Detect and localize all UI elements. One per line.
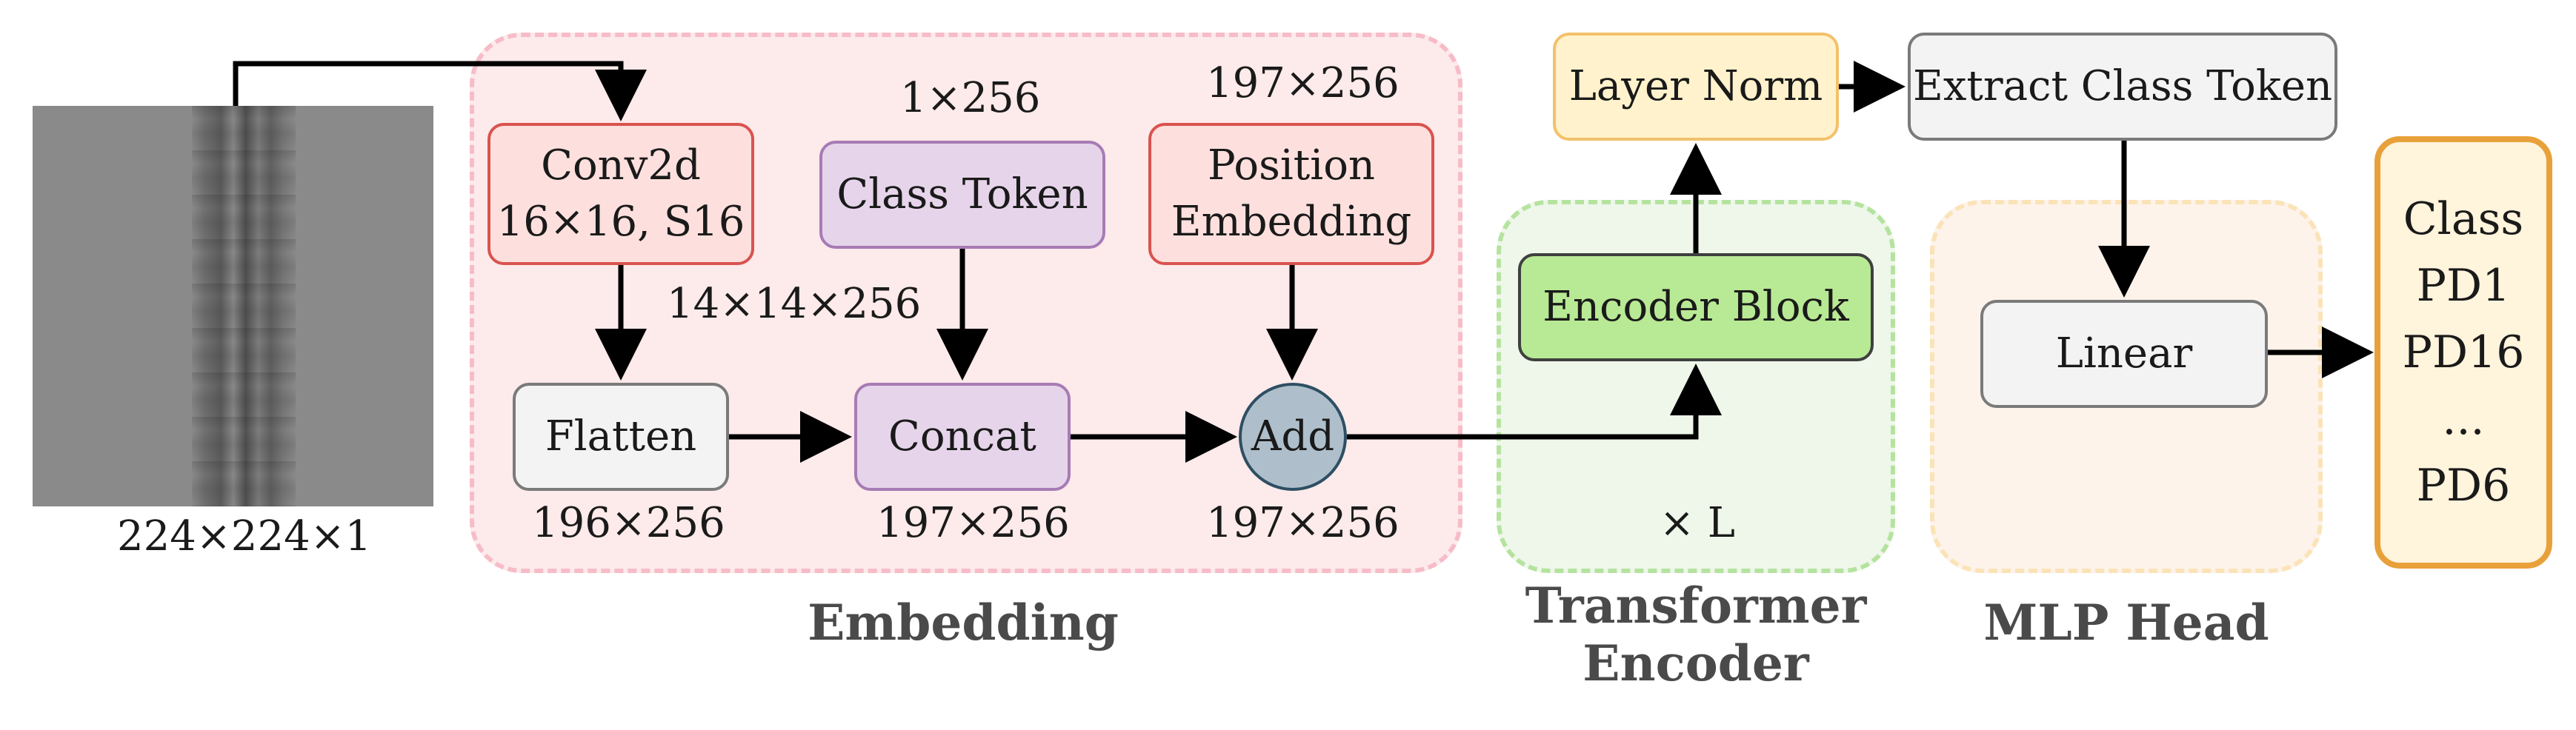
encoder-block-label: Encoder Block: [1542, 283, 1849, 332]
class-token-node: Class Token: [819, 141, 1105, 249]
conv2d-node: Conv2d 16×16, S16: [487, 123, 754, 265]
output-class-1: PD1: [2416, 260, 2511, 312]
mlp-head-title: MLP Head: [1983, 594, 2269, 652]
output-class-0: Class: [2403, 193, 2524, 245]
concat-output-dim: 197×256: [876, 499, 1070, 547]
position-label-2: Embedding: [1171, 198, 1412, 246]
output-class-2: PD16: [2402, 327, 2525, 378]
conv2d-label: Conv2d: [541, 141, 701, 190]
transformer-encoder-title: Transformer Encoder: [1482, 577, 1910, 693]
layer-norm-node: Layer Norm: [1553, 33, 1839, 141]
arrow-input-to-conv2d: [233, 61, 647, 121]
extract-class-token-node: Extract Class Token: [1908, 33, 2337, 141]
encoder-block-node: Encoder Block: [1518, 253, 1874, 361]
arrow-add-to-encoder-block: [1347, 364, 1722, 440]
transformer-encoder-title-2: Encoder: [1582, 634, 1809, 692]
output-class-3: ...: [2442, 393, 2485, 445]
layer-norm-label: Layer Norm: [1568, 62, 1823, 111]
position-label-1: Position: [1208, 141, 1375, 190]
add-node: Add: [1239, 383, 1347, 491]
output-class-4: PD6: [2416, 460, 2511, 512]
linear-node: Linear: [1980, 300, 2268, 408]
output-classes-box: Class PD1 PD16 ... PD6: [2374, 136, 2552, 569]
flatten-node: Flatten: [513, 383, 729, 491]
linear-label: Linear: [2055, 329, 2193, 378]
concat-node: Concat: [854, 383, 1071, 491]
add-label: Add: [1251, 412, 1335, 461]
repeat-label: × L: [1660, 499, 1735, 547]
class-token-dim: 1×256: [900, 74, 1041, 122]
input-image: [33, 106, 433, 506]
conv-output-dim: 14×14×256: [667, 280, 922, 328]
concat-label: Concat: [888, 412, 1036, 461]
transformer-encoder-title-1: Transformer: [1525, 577, 1867, 634]
position-dim: 197×256: [1206, 59, 1400, 107]
class-token-label: Class Token: [836, 170, 1088, 219]
flatten-label: Flatten: [545, 412, 697, 461]
extract-class-token-label: Extract Class Token: [1912, 62, 2333, 111]
add-output-dim: 197×256: [1206, 499, 1400, 547]
conv2d-params: 16×16, S16: [496, 198, 745, 246]
position-embedding-node: Position Embedding: [1148, 123, 1434, 265]
input-size-label: 224×224×1: [117, 512, 372, 560]
embedding-title: Embedding: [808, 594, 1119, 652]
flatten-output-dim: 196×256: [532, 499, 725, 547]
